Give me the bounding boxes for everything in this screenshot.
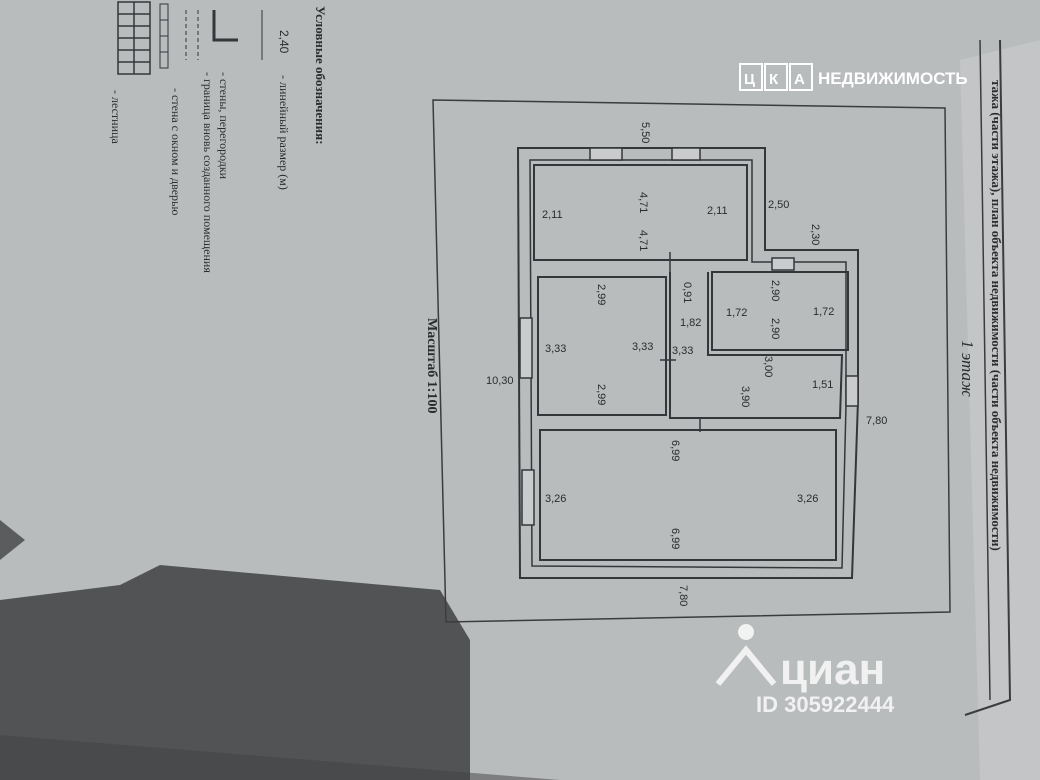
svg-text:4,71: 4,71 [637,230,649,251]
svg-text:3,33: 3,33 [545,343,566,355]
building-inner-wall [529,159,847,569]
svg-text:2,90: 2,90 [769,280,781,301]
svg-text:6,99: 6,99 [669,528,681,549]
svg-text:3,90: 3,90 [739,386,751,407]
svg-text:НЕДВИЖИМОСТЬ: НЕДВИЖИМОСТЬ [818,69,968,88]
room-1 [533,164,748,261]
svg-text:2,40: 2,40 [277,30,291,54]
svg-text:- стена с окном и дверью: - стена с окном и дверью [169,88,183,216]
svg-text:А: А [794,71,805,88]
svg-text:1,72: 1,72 [726,307,747,319]
svg-text:7,80: 7,80 [866,415,887,427]
svg-text:3,00: 3,00 [762,356,774,377]
svg-text:5,50: 5,50 [639,122,651,143]
shadow-blob [0,565,470,780]
paper-right-margin [960,40,1040,780]
svg-text:- лестница: - лестница [109,90,123,144]
svg-text:2,99: 2,99 [595,284,607,305]
svg-text:3,26: 3,26 [797,493,818,505]
door-marks [660,252,701,432]
shadow-edge [0,520,25,560]
plan-frame [432,99,951,623]
cian-roof-icon [715,645,777,686]
svg-text:- граница вновь созданного пом: - граница вновь созданного помещения [201,72,215,273]
scale-label: Масштаб 1:100 [424,318,439,413]
legend: Условные обозначения: 2,40 - линейный ра… [109,1,328,273]
svg-text:2,11: 2,11 [542,209,563,221]
stairs-symbol [117,1,151,75]
svg-text:2,99: 2,99 [595,384,607,405]
cian-watermark: циан ID 305922444 [715,624,895,717]
svg-text:3,26: 3,26 [545,493,566,505]
frame-divider [979,39,991,701]
svg-text:2,11: 2,11 [707,205,728,217]
svg-text:4,71: 4,71 [637,192,649,213]
svg-text:2,30: 2,30 [809,224,821,245]
svg-text:- линейный размер (м): - линейный размер (м) [277,75,291,190]
svg-text:Условные обозначения:: Условные обозначения: [313,6,328,145]
svg-text:3,33: 3,33 [632,341,653,353]
svg-text:- стены, перегородки: - стены, перегородки [217,72,231,180]
room-5 [539,429,837,561]
cian-logo-icon [738,624,754,640]
svg-text:2,90: 2,90 [769,318,781,339]
building-outer-wall [516,147,859,579]
window-marks [519,147,859,526]
svg-text:Ц: Ц [744,71,755,88]
document-header: тажа (части этажа), план объекта недвижи… [989,80,1004,551]
room-3 [711,271,849,351]
room-2 [537,276,667,416]
floor-label: 1 этаж [958,340,977,397]
svg-text:1,72: 1,72 [813,306,834,318]
svg-text:1,51: 1,51 [812,379,833,391]
svg-text:0,91: 0,91 [681,282,693,303]
svg-text:ID 305922444: ID 305922444 [756,692,895,717]
svg-text:3,33: 3,33 [672,345,693,357]
svg-text:6,99: 6,99 [669,440,681,461]
document-frame [964,39,1012,716]
dimension-labels: 5,50 10,30 7,80 7,80 2,50 2,30 4,71 4,71… [486,122,887,606]
svg-text:циан: циан [780,645,885,694]
svg-text:7,80: 7,80 [677,585,689,606]
svg-text:10,30: 10,30 [486,375,514,387]
corridor-walls [669,272,844,419]
svg-text:2,50: 2,50 [768,199,789,211]
svg-text:К: К [769,71,779,88]
brand-watermark: Ц К А НЕДВИЖИМОСТЬ [739,63,968,91]
svg-text:1,82: 1,82 [680,317,701,329]
